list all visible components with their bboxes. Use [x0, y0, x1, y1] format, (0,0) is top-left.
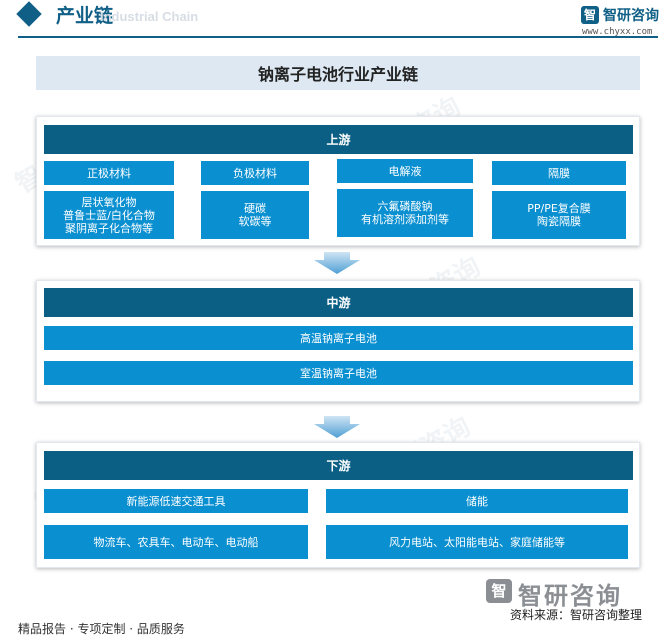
midstream-label: 中游: [44, 288, 633, 317]
upstream-items: PP/PE复合膜 陶瓷隔膜: [492, 191, 626, 239]
upstream-item: 六氟磷酸钠: [377, 200, 433, 213]
upstream-category: 正极材料: [44, 161, 174, 185]
down-arrow-icon: [314, 252, 360, 274]
header-divider: [18, 36, 658, 38]
downstream-panel: 下游 新能源低速交通工具 储能 物流车、农具车、电动车、电动船 风力电站、太阳能…: [36, 442, 640, 568]
diagram-title: 钠离子电池行业产业链: [36, 56, 640, 90]
downstream-detail: 物流车、农具车、电动车、电动船: [44, 525, 308, 559]
header-subtitle: Industrial Chain: [100, 9, 199, 24]
upstream-item: 普鲁士蓝/白化合物: [63, 208, 155, 222]
upstream-item: PP/PE复合膜: [527, 202, 591, 215]
brand-name: 智研咨询: [603, 8, 659, 24]
header-title: 产业链: [56, 5, 114, 27]
midstream-item: 高温钠离子电池: [44, 326, 633, 350]
header-diamond-icon: [16, 1, 42, 27]
downstream-category: 储能: [326, 489, 628, 513]
brand-logo-icon: 智: [581, 6, 599, 24]
upstream-category: 电解液: [337, 159, 473, 183]
downstream-detail: 风力电站、太阳能电站、家庭储能等: [326, 525, 628, 559]
upstream-item: 软碳等: [238, 215, 272, 228]
midstream-item: 室温钠离子电池: [44, 361, 633, 385]
down-arrow-icon: [314, 416, 360, 438]
upstream-item: 陶瓷隔膜: [537, 215, 581, 228]
footer-logo-icon: 智: [486, 579, 512, 603]
downstream-category: 新能源低速交通工具: [44, 489, 308, 513]
upstream-item: 聚阴离子化合物等: [65, 221, 153, 235]
downstream-label: 下游: [44, 451, 633, 480]
brand-url: www.chyxx.com: [582, 27, 653, 37]
upstream-panel: 上游 正极材料 负极材料 电解液 隔膜 层状氧化物 普鲁士蓝/白化合物 聚阴离子…: [36, 116, 640, 246]
upstream-category: 负极材料: [201, 161, 309, 185]
services-tagline: 精品报告 · 专项定制 · 品质服务: [18, 622, 185, 636]
upstream-items: 六氟磷酸钠 有机溶剂添加剂等: [337, 189, 473, 237]
midstream-panel: 中游 高温钠离子电池 室温钠离子电池: [36, 280, 640, 402]
upstream-item: 硬碳: [244, 202, 266, 215]
upstream-item: 层状氧化物: [81, 195, 137, 209]
source-note: 资料来源：智研咨询整理: [510, 608, 643, 622]
upstream-items: 层状氧化物 普鲁士蓝/白化合物 聚阴离子化合物等: [44, 191, 174, 239]
upstream-label: 上游: [44, 125, 633, 154]
upstream-item: 有机溶剂添加剂等: [361, 213, 449, 226]
upstream-items: 硬碳 软碳等: [201, 191, 309, 239]
footer-brand-name: 智研咨询: [518, 582, 622, 610]
upstream-category: 隔膜: [492, 161, 626, 185]
